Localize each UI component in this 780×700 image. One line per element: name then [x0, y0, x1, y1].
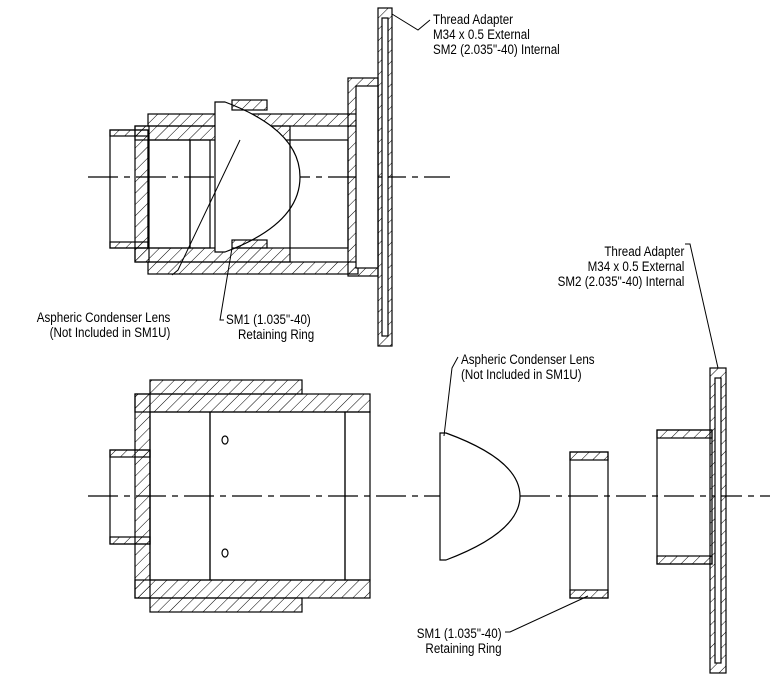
exploded-assembly: [88, 367, 770, 674]
label-line: SM2 (2.035"-40) Internal: [557, 274, 684, 289]
label-title: SM1 (1.035"-40): [417, 626, 502, 641]
exploded-lens-label: Aspheric Condenser Lens (Not Included in…: [461, 352, 595, 382]
label-title: Aspheric Condenser Lens: [36, 310, 170, 325]
label-title: Aspheric Condenser Lens: [461, 352, 595, 367]
exploded-retaining-ring-label: SM1 (1.035"-40) Retaining Ring: [417, 626, 502, 656]
exploded-thread-adapter-label: Thread Adapter M34 x 0.5 External SM2 (2…: [557, 244, 684, 289]
top-assembly: [88, 7, 450, 347]
label-line: Retaining Ring: [425, 641, 502, 656]
top-thread-adapter-label: Thread Adapter M34 x 0.5 External SM2 (2…: [433, 12, 560, 57]
bottom-adapter-stem: [656, 429, 713, 565]
top-housing-wall: [134, 125, 150, 263]
label-title: Thread Adapter: [433, 12, 514, 27]
label-line: Retaining Ring: [238, 327, 315, 342]
label-line: (Not Included in SM1U): [461, 367, 582, 382]
bottom-retaining-ring: [569, 451, 609, 599]
bottom-housing-outer-lower: [149, 597, 303, 613]
label-line: (Not Included in SM1U): [49, 325, 170, 340]
label-line: M34 x 0.5 External: [587, 259, 684, 274]
top-retaining-ring-label: SM1 (1.035"-40) Retaining Ring: [226, 312, 314, 342]
top-housing-inner-lower: [134, 247, 291, 263]
label-line: SM2 (2.035"-40) Internal: [433, 42, 560, 57]
bottom-housing-outer-upper: [149, 379, 303, 395]
bottom-lens: [439, 432, 521, 561]
label-line: M34 x 0.5 External: [433, 27, 530, 42]
leader-lines: [171, 13, 719, 633]
label-title: SM1 (1.035"-40): [226, 312, 311, 327]
top-retaining-ring: [231, 99, 268, 111]
top-lens-label: Aspheric Condenser Lens (Not Included in…: [36, 310, 170, 340]
label-title: Thread Adapter: [603, 244, 684, 259]
